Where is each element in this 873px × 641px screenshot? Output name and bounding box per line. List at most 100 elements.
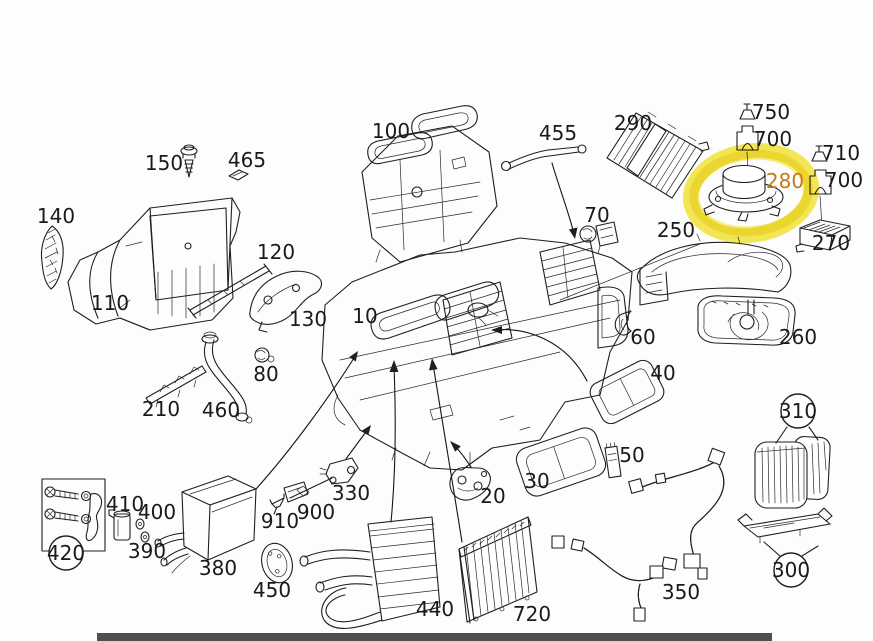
part-30-drawing [515,427,607,497]
part-900-drawing [283,481,309,503]
svg-text:20: 20 [480,484,505,508]
diagram-artwork [40,103,851,629]
part-465-drawing [228,169,249,181]
pin-icon-710 [811,145,828,162]
part-label-250: 250 [657,218,695,242]
part-50-drawing [604,442,622,479]
part-label-700a: 700 [754,127,792,151]
part-label-260: 260 [779,325,817,349]
part-label-400: 400 [138,500,176,524]
part-label-310: 310 [779,393,817,429]
pin-icon-750 [739,103,756,120]
part-label-60: 60 [630,325,655,349]
svg-text:710: 710 [822,141,860,165]
highlight-marker-280 [682,142,820,244]
part-label-70: 70 [584,203,609,227]
part-label-120: 120 [257,240,295,264]
svg-text:455: 455 [539,121,577,145]
part-label-130: 130 [289,307,327,331]
part-10-drawing [321,237,701,471]
part-280-drawing [703,164,784,222]
part-130-drawing [249,270,323,333]
part-label-40: 40 [650,361,675,385]
svg-text:700: 700 [825,168,863,192]
part-110-drawing [67,197,241,331]
svg-text:120: 120 [257,240,295,264]
svg-text:280: 280 [766,169,804,193]
part-label-100: 100 [372,119,410,143]
svg-text:50: 50 [619,443,644,467]
part-label-380: 380 [199,556,237,580]
svg-text:100: 100 [372,119,410,143]
part-label-410: 410 [106,492,144,516]
part-100-drawing [361,105,498,263]
part-label-460: 460 [202,398,240,422]
part-270-drawing [795,219,851,253]
svg-text:260: 260 [779,325,817,349]
svg-text:400: 400 [138,500,176,524]
part-label-710: 710 [822,141,860,165]
part-310-drawing [754,426,831,509]
svg-text:150: 150 [145,151,183,175]
svg-text:750: 750 [752,100,790,124]
part-260-drawing [697,295,796,346]
svg-text:70: 70 [584,203,609,227]
part-80-drawing [254,347,275,363]
svg-text:410: 410 [106,492,144,516]
part-label-910: 910 [261,509,299,533]
part-label-350: 350 [662,580,700,604]
svg-text:40: 40 [650,361,675,385]
part-label-280: 280 [766,169,804,193]
svg-text:10: 10 [352,304,377,328]
part-label-270: 270 [812,231,850,255]
svg-text:310: 310 [779,399,817,423]
part-label-30: 30 [524,469,549,493]
svg-text:460: 460 [202,398,240,422]
svg-text:720: 720 [513,602,551,626]
part-label-700b: 700 [825,168,863,192]
svg-text:910: 910 [261,509,299,533]
svg-text:270: 270 [812,231,850,255]
part-40-drawing [589,359,665,425]
svg-text:60: 60 [630,325,655,349]
part-label-110: 110 [91,291,129,315]
svg-text:390: 390 [128,539,166,563]
part-label-210: 210 [142,397,180,421]
part-label-420: 420 [47,535,85,571]
svg-text:290: 290 [614,111,652,135]
part-label-440: 440 [416,597,454,621]
svg-text:80: 80 [253,362,278,386]
part-450-drawing [261,542,293,584]
part-label-465: 465 [228,148,266,172]
part-label-390: 390 [128,539,166,563]
svg-text:380: 380 [199,556,237,580]
part-label-290: 290 [614,111,652,135]
part-460-drawing [201,331,253,424]
part-label-20: 20 [480,484,505,508]
part-250-drawing [636,233,792,306]
part-label-455: 455 [539,121,577,145]
part-330-drawing [289,457,359,499]
part-label-330: 330 [332,481,370,505]
part-380-drawing [154,475,257,574]
svg-text:350: 350 [662,580,700,604]
part-20-drawing [449,466,491,501]
part-400-drawing [135,518,145,530]
part-440-drawing [299,516,441,629]
part-290-drawing [606,111,710,199]
svg-text:450: 450 [253,578,291,602]
part-390-drawing [140,531,150,543]
part-label-450: 450 [253,578,291,602]
part-labels: 150 465 140 110 100 455 290 750 700 710 700 280 70 25… [37,100,863,626]
part-label-750: 750 [752,100,790,124]
svg-text:140: 140 [37,204,75,228]
svg-text:250: 250 [657,218,695,242]
svg-text:420: 420 [47,541,85,565]
part-120-drawing [187,263,273,319]
flow-arrows [255,162,588,543]
part-350-drawing [551,447,726,622]
bottom-bar [97,633,772,641]
svg-text:465: 465 [228,148,266,172]
